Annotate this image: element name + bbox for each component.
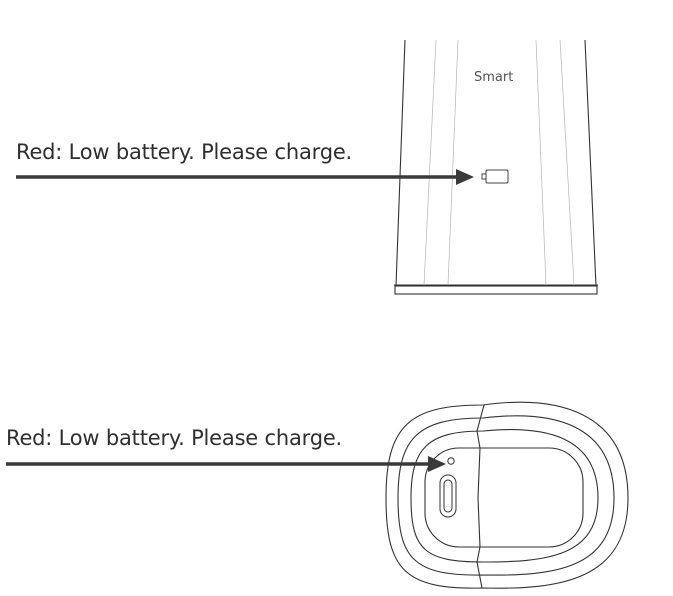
bottom-arrow-icon [6, 456, 446, 472]
brand-label: Smart [474, 70, 513, 85]
led-indicator-icon [447, 457, 455, 465]
middle-ring-outline [397, 415, 615, 576]
device-bottom-view [385, 401, 629, 589]
center-seam [476, 404, 485, 589]
device-surface-lines [423, 39, 575, 286]
device-front-view [394, 39, 598, 295]
usb-c-port-icon [439, 474, 457, 518]
bottom-callout-text: Red: Low battery. Please charge. [6, 426, 343, 450]
top-callout-text: Red: Low battery. Please charge. [16, 140, 353, 164]
inner-pad-outline [424, 447, 584, 548]
outer-shell-outline [385, 401, 629, 589]
top-arrow-icon [16, 169, 474, 185]
battery-icon [481, 169, 509, 184]
device-body-outline [395, 39, 597, 287]
inner-ring-outline [410, 429, 599, 563]
device-base [394, 284, 598, 295]
